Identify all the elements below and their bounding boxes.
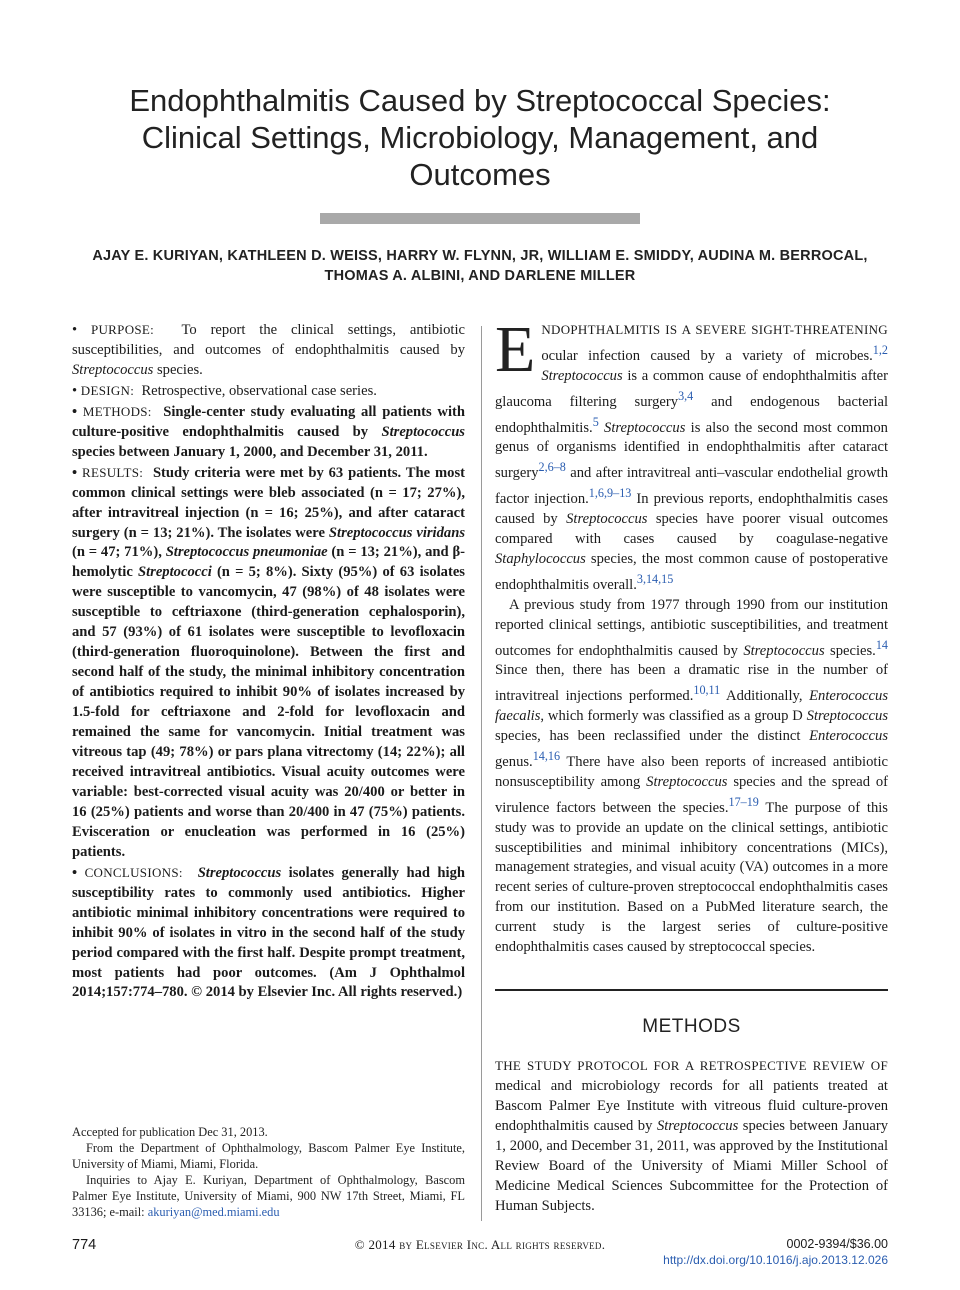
results-text-b: (n = 47; 71%), (72, 544, 166, 561)
ref-link[interactable]: 2,6–8 (538, 460, 566, 475)
ref-link[interactable]: 5 (592, 414, 599, 429)
ref-link[interactable]: 1,6,9–13 (588, 486, 632, 501)
page-number: 774 (72, 1237, 97, 1253)
results-italic-1: Streptococcus viridans (328, 524, 465, 541)
p1-text-h: species, the most common cause of postop… (495, 550, 888, 593)
p2-text-b: species. (824, 642, 876, 659)
authors-line-2: THOMAS A. ALBINI, AND DARLENE MILLER (324, 268, 636, 284)
title-divider-bar (320, 213, 640, 224)
p1-text-d: is also the second most common genus of … (495, 419, 888, 482)
ref-link[interactable]: 1,2 (872, 342, 888, 357)
footer-issn: 0002-9394/$36.00 (786, 1237, 888, 1251)
inquiries-note: Inquiries to Ajay E. Kuriyan, Department… (72, 1172, 465, 1220)
p1-text-b: is a common cause of endophthalmitis aft… (495, 367, 888, 410)
authors-line-1: AJAY E. KURIYAN, KATHLEEN D. WEISS, HARR… (92, 248, 868, 264)
conclusions-text: isolates generally had high susceptibili… (72, 864, 466, 1001)
p1-text-a: ocular infection caused by a variety of … (541, 347, 873, 364)
purpose-text-end: species. (153, 361, 203, 378)
purpose-italic: Streptococcus (72, 361, 154, 378)
p2-text-c: Since then, there has been a dramatic ri… (495, 662, 888, 705)
footnotes: Accepted for publication Dec 31, 2013. F… (72, 1124, 465, 1220)
title-line-3: Outcomes (409, 157, 551, 192)
p1-italic-4: Staphylococcus (495, 550, 586, 567)
methods-text-a: medical and microbiology records for all… (495, 1077, 888, 1134)
email-link[interactable]: akuriyan@med.miami.edu (147, 1205, 280, 1219)
methods-text-b: species between January 1, 2000, and Dec… (495, 1117, 888, 1214)
abstract-results: • RESULTS: Study criteria were met by 63… (72, 464, 466, 860)
p1-italic-1: Streptococcus (541, 367, 623, 384)
methods-paragraph: THE STUDY PROTOCOL FOR A RETROSPECTIVE R… (495, 1056, 888, 1217)
results-text-c: (n = 13; 21%), and β-hemolytic (72, 544, 465, 581)
p2-text-d: Additionally, (720, 688, 810, 705)
p2-text-e: , which formerly was classified as a gro… (540, 708, 807, 725)
p2-text-g: genus. (495, 753, 533, 770)
results-text-a: Study criteria were met by 63 patients. … (72, 464, 466, 541)
design-text: Retrospective, observational case series… (141, 382, 377, 399)
p2-italic-3: Streptococcus (806, 708, 888, 725)
article-title: Endophthalmitis Caused by Streptococcal … (80, 82, 880, 193)
abstract-methods: • METHODS: Single-center study evaluatin… (72, 403, 465, 460)
methods-lead: THE STUDY PROTOCOL FOR A RETROSPECTIVE R… (495, 1058, 888, 1073)
author-list: AJAY E. KURIYAN, KATHLEEN D. WEISS, HARR… (60, 246, 900, 286)
p2-italic-5: Streptococcus (646, 773, 728, 790)
abstract-purpose: • PURPOSE: To report the clinical settin… (72, 322, 465, 378)
p1-text-c: and endogenous bacterial endophthalmitis… (495, 393, 888, 436)
conclusions-label: CONCLUSIONS: (84, 864, 183, 880)
conclusions-italic: Streptococcus (197, 864, 282, 881)
p2-text-f: species, has been reclassified under the… (495, 728, 810, 745)
p2-italic-2: Enterococcus faecalis (495, 688, 888, 725)
drop-cap: E (495, 313, 536, 386)
methods-italic: Streptococcus (656, 1117, 739, 1134)
purpose-text: To report the clinical settings, antibio… (72, 322, 465, 358)
methods-section: THE STUDY PROTOCOL FOR A RETROSPECTIVE R… (495, 1056, 888, 1217)
column-divider (481, 326, 482, 1221)
p2-italic-4: Enterococcus (809, 728, 888, 745)
inquiries-text: Inquiries to Ajay E. Kuriyan, Department… (72, 1173, 465, 1219)
footer-copyright: © 2014 by Elsevier Inc. All rights reser… (354, 1237, 606, 1252)
title-line-1: Endophthalmitis Caused by Streptococcal … (129, 83, 831, 118)
results-label: RESULTS: (82, 464, 144, 480)
methods-heading: METHODS (642, 1016, 741, 1037)
p1-text-e: and after intravitreal anti–vascular end… (495, 465, 888, 507)
ref-link[interactable]: 14,16 (532, 748, 561, 763)
methods-label: METHODS: (82, 403, 152, 419)
doi-link[interactable]: http://dx.doi.org/10.1016/j.ajo.2013.12.… (663, 1253, 888, 1267)
p2-text-i: species and the spread of virulence fact… (495, 773, 888, 816)
p2-text-h: There have also been reports of increase… (495, 753, 888, 790)
intro-paragraph-1: E NDOPHTHALMITIS IS A SEVERE SIGHT-THREAT… (495, 313, 888, 596)
introduction: E NDOPHTHALMITIS IS A SEVERE SIGHT-THREAT… (495, 313, 888, 959)
ref-link[interactable]: 10,11 (693, 683, 721, 698)
accepted-note: Accepted for publication Dec 31, 2013. (72, 1125, 268, 1139)
results-text-d: (n = 5; 8%). Sixty (95%) of 63 isolates … (72, 564, 465, 860)
methods-text: Single-center study evaluating all patie… (72, 403, 465, 440)
ref-link[interactable]: 3,4 (678, 388, 694, 403)
ref-link[interactable]: 3,14,15 (636, 571, 674, 586)
title-line-2: Clinical Settings, Microbiology, Managem… (141, 120, 819, 155)
intro-paragraph-2: A previous study from 1977 through 1990 … (495, 596, 888, 959)
p1-text-f: In previous reports, endophthalmitis cas… (495, 490, 888, 527)
ref-link[interactable]: 14 (875, 637, 888, 652)
p1-italic-2: Streptococcus (604, 419, 686, 436)
purpose-label: PURPOSE: (90, 322, 155, 337)
p1-text-g: species have poorer visual outcomes comp… (495, 510, 888, 547)
p2-text-a: A previous study from 1977 through 1990 … (495, 596, 888, 659)
design-label: DESIGN: (80, 382, 135, 398)
intro-lead: NDOPHTHALMITIS IS A SEVERE SIGHT-THREATE… (541, 322, 888, 337)
affiliation-note: From the Department of Ophthalmology, Ba… (72, 1141, 465, 1171)
abstract-design: • DESIGN: Retrospective, observational c… (72, 382, 377, 399)
results-italic-2: Streptococcus pneumoniae (165, 544, 328, 561)
methods-text-end: species between January 1, 2000, and Dec… (72, 443, 428, 460)
abstract-conclusions: • CONCLUSIONS: Streptococcus isolates ge… (72, 864, 466, 1001)
ref-link[interactable]: 17–19 (728, 794, 759, 809)
p2-italic-1: Streptococcus (743, 642, 825, 659)
section-divider (495, 989, 888, 991)
p1-italic-3: Streptococcus (566, 510, 648, 527)
p2-text-j: The purpose of this study was to provide… (495, 799, 888, 956)
abstract: • PURPOSE: To report the clinical settin… (72, 320, 465, 1003)
methods-italic: Streptococcus (381, 423, 465, 440)
results-italic-3: Streptococci (137, 564, 212, 581)
